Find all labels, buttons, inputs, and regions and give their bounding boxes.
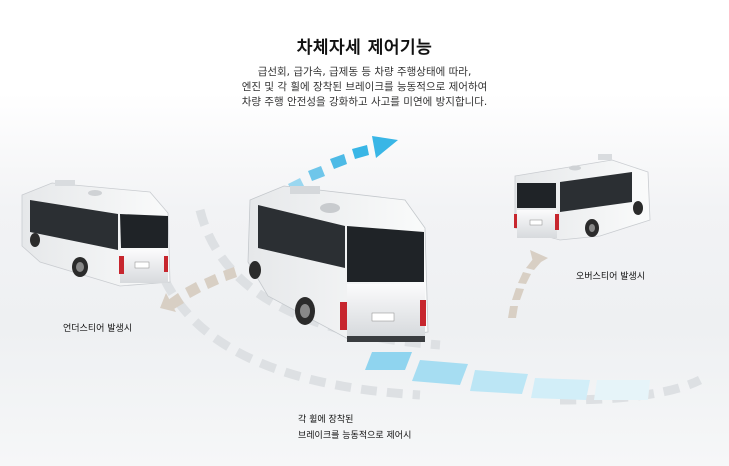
description-line-3: 차량 주행 안전성을 강화하고 사고를 미연에 방지합니다. xyxy=(241,96,488,108)
description: 급선회, 급가속, 급제동 등 차량 주행상태에 따라, 엔진 및 각 휠에 장… xyxy=(0,65,729,110)
brake-control-label: 각 휠에 장착된 브레이크를 능동적으로 제어시 xyxy=(298,412,411,444)
bus-right xyxy=(514,154,651,241)
description-line-1: 급선회, 급가속, 급제동 등 차량 주행상태에 따라, xyxy=(257,66,472,78)
brake-label-line-2: 브레이크를 능동적으로 제어시 xyxy=(298,431,412,441)
bus-center xyxy=(247,185,429,342)
oversteer-label: 오버스티어 발생시 xyxy=(576,272,646,282)
oversteer-arrow xyxy=(508,250,548,318)
page-title: 차체자세 제어기능 xyxy=(296,38,433,58)
lower-blue-path xyxy=(365,352,650,400)
description-line-2: 엔진 및 각 휠에 장착된 브레이크를 능동적으로 제어하여 xyxy=(241,81,488,93)
bus-left xyxy=(21,180,171,287)
understeer-arrow xyxy=(160,267,237,312)
brake-label-line-1: 각 휠에 장착된 xyxy=(298,415,354,425)
understeer-label: 언더스티어 발생시 xyxy=(63,324,133,334)
